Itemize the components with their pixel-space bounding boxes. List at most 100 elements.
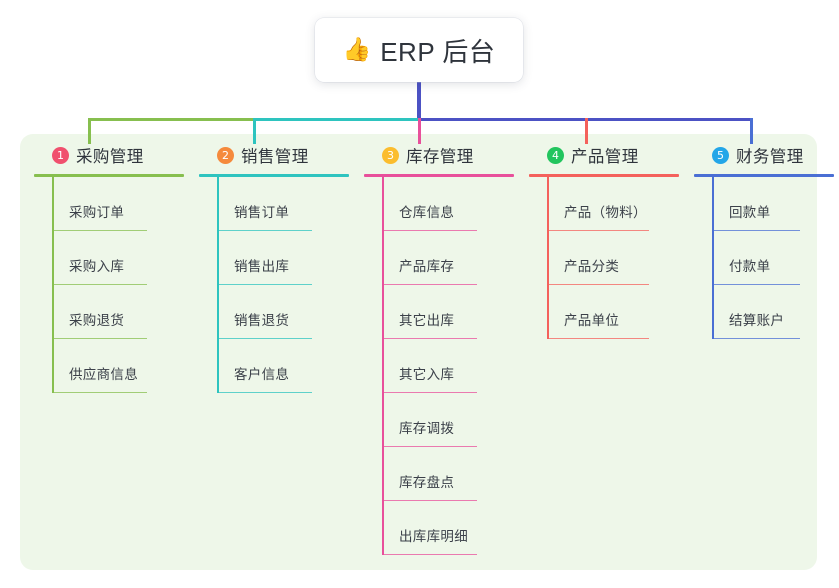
menu-item-label: 其它入库 — [399, 367, 455, 382]
menu-item-rule — [547, 337, 649, 339]
menu-item-label: 采购退货 — [69, 313, 125, 328]
menu-item-label: 库存盘点 — [399, 475, 455, 490]
column-items: 采购订单采购入库采购退货供应商信息 — [34, 177, 184, 393]
menu-item[interactable]: 销售订单 — [217, 177, 349, 231]
column-header-rule — [199, 174, 349, 177]
title-stem-connector — [417, 82, 421, 121]
menu-item[interactable]: 仓库信息 — [382, 177, 514, 231]
column-header[interactable]: 3 库存管理 — [364, 143, 514, 167]
column-spine — [217, 177, 219, 393]
menu-item-rule — [712, 229, 800, 231]
menu-item-label: 产品单位 — [564, 313, 620, 328]
menu-item[interactable]: 库存调拨 — [382, 393, 514, 447]
menu-item[interactable]: 采购入库 — [52, 231, 184, 285]
menu-item[interactable]: 付款单 — [712, 231, 834, 285]
thumbs-up-icon: 👍 — [342, 35, 372, 62]
drop-green — [88, 118, 91, 144]
diagram-panel — [20, 134, 817, 570]
menu-item[interactable]: 回款单 — [712, 177, 834, 231]
menu-item-label: 采购订单 — [69, 205, 125, 220]
column-badge: 2 — [217, 146, 234, 164]
menu-item-label: 仓库信息 — [399, 205, 455, 220]
menu-item-rule — [217, 229, 312, 231]
menu-item-rule — [52, 391, 147, 393]
menu-item-rule — [712, 283, 800, 285]
menu-item[interactable]: 出库库明细 — [382, 501, 514, 555]
menu-item[interactable]: 其它出库 — [382, 285, 514, 339]
column-header-rule — [529, 174, 679, 177]
page-title: ERP 后台 — [380, 36, 496, 67]
column-库存管理: 3 库存管理仓库信息产品库存其它出库其它入库库存调拨库存盘点出库库明细 — [364, 143, 514, 555]
column-header[interactable]: 2 销售管理 — [199, 143, 349, 167]
menu-item[interactable]: 库存盘点 — [382, 447, 514, 501]
column-badge: 5 — [712, 146, 729, 164]
menu-item[interactable]: 产品单位 — [547, 285, 679, 339]
drop-blue — [750, 118, 753, 144]
column-header-rule — [364, 174, 514, 177]
menu-item-rule — [52, 337, 147, 339]
menu-item-label: 回款单 — [729, 205, 771, 220]
menu-item[interactable]: 销售退货 — [217, 285, 349, 339]
menu-item-label: 付款单 — [729, 259, 771, 274]
menu-item-label: 其它出库 — [399, 313, 455, 328]
menu-item-rule — [382, 283, 477, 285]
column-header-rule — [34, 174, 184, 177]
menu-item-label: 结算账户 — [729, 313, 785, 328]
menu-item-rule — [547, 229, 649, 231]
column-title: 采购管理 — [76, 148, 144, 166]
column-badge: 4 — [547, 146, 564, 164]
menu-item-rule — [217, 337, 312, 339]
menu-item-rule — [382, 553, 477, 555]
column-items: 销售订单销售出库销售退货客户信息 — [199, 177, 349, 393]
column-spine — [547, 177, 549, 339]
menu-item[interactable]: 客户信息 — [217, 339, 349, 393]
column-财务管理: 5 财务管理回款单付款单结算账户 — [694, 143, 834, 339]
menu-item[interactable]: 采购订单 — [52, 177, 184, 231]
menu-item-rule — [217, 283, 312, 285]
menu-item[interactable]: 供应商信息 — [52, 339, 184, 393]
column-items: 回款单付款单结算账户 — [694, 177, 834, 339]
drop-teal — [253, 118, 256, 144]
menu-item-label: 库存调拨 — [399, 421, 455, 436]
menu-item-rule — [547, 283, 649, 285]
menu-item-rule — [382, 499, 477, 501]
menu-item[interactable]: 其它入库 — [382, 339, 514, 393]
menu-item-label: 供应商信息 — [69, 367, 138, 382]
column-销售管理: 2 销售管理销售订单销售出库销售退货客户信息 — [199, 143, 349, 393]
menu-item-label: 客户信息 — [234, 367, 290, 382]
diagram-title-card: 👍 ERP 后台 — [315, 18, 523, 82]
menu-item-rule — [52, 283, 147, 285]
column-title: 销售管理 — [241, 148, 309, 166]
column-spine — [52, 177, 54, 393]
bus-teal — [253, 118, 419, 121]
menu-item-label: 产品库存 — [399, 259, 455, 274]
menu-item-rule — [382, 445, 477, 447]
menu-item[interactable]: 采购退货 — [52, 285, 184, 339]
menu-item-rule — [382, 337, 477, 339]
drop-red — [585, 118, 588, 144]
column-header[interactable]: 5 财务管理 — [694, 143, 834, 167]
menu-item-label: 销售退货 — [234, 313, 290, 328]
menu-item[interactable]: 产品库存 — [382, 231, 514, 285]
column-items: 仓库信息产品库存其它出库其它入库库存调拨库存盘点出库库明细 — [364, 177, 514, 555]
menu-item[interactable]: 结算账户 — [712, 285, 834, 339]
bus-indigo — [418, 118, 751, 121]
column-title: 财务管理 — [736, 148, 804, 166]
column-title: 库存管理 — [406, 148, 474, 166]
column-badge: 3 — [382, 146, 399, 164]
menu-item-label: 采购入库 — [69, 259, 125, 274]
menu-item-rule — [52, 229, 147, 231]
column-spine — [382, 177, 384, 555]
menu-item-label: 销售订单 — [234, 205, 290, 220]
menu-item-rule — [382, 229, 477, 231]
column-header-rule — [694, 174, 834, 177]
menu-item[interactable]: 销售出库 — [217, 231, 349, 285]
menu-item-label: 出库库明细 — [399, 529, 468, 544]
menu-item-label: 销售出库 — [234, 259, 290, 274]
menu-item-rule — [712, 337, 800, 339]
menu-item[interactable]: 产品（物料） — [547, 177, 679, 231]
menu-item-label: 产品分类 — [564, 259, 620, 274]
menu-item[interactable]: 产品分类 — [547, 231, 679, 285]
